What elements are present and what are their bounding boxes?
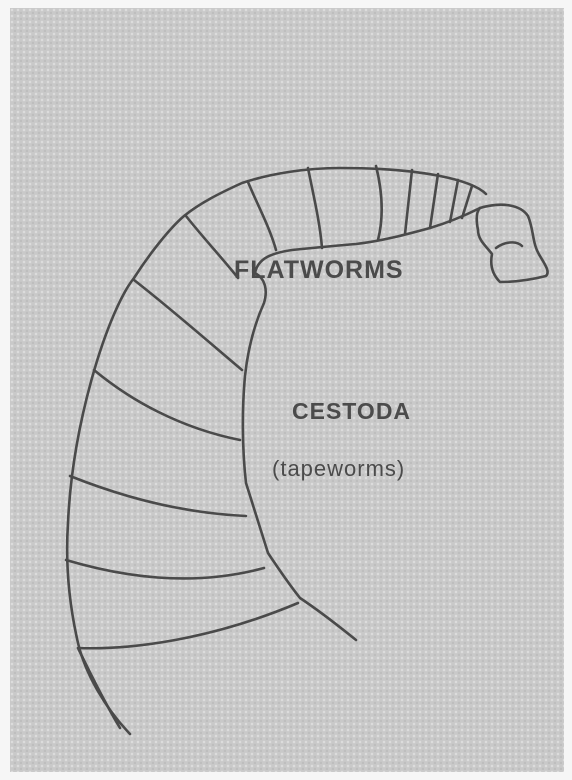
segment-line	[134, 280, 242, 370]
segment-line	[248, 182, 276, 250]
segment-line	[186, 216, 238, 278]
segment-line	[308, 168, 322, 248]
tapeworm-drawing	[10, 8, 564, 772]
segment-line	[66, 560, 264, 578]
segment-line	[430, 174, 438, 228]
segment-line	[405, 170, 412, 234]
flatworms-label: FLATWORMS	[234, 256, 404, 285]
diagram-panel: FLATWORMS CESTODA (tapeworms)	[10, 8, 564, 772]
tapeworm-tail	[78, 648, 120, 728]
segment-line	[450, 180, 458, 222]
tapeworm-scolex-inner	[496, 242, 522, 248]
segment-line	[94, 370, 240, 440]
segment-line	[78, 603, 298, 648]
cestoda-label: CESTODA	[292, 398, 411, 425]
segment-line	[376, 166, 382, 240]
tapeworms-label: (tapeworms)	[272, 456, 405, 482]
segment-line	[70, 476, 246, 516]
